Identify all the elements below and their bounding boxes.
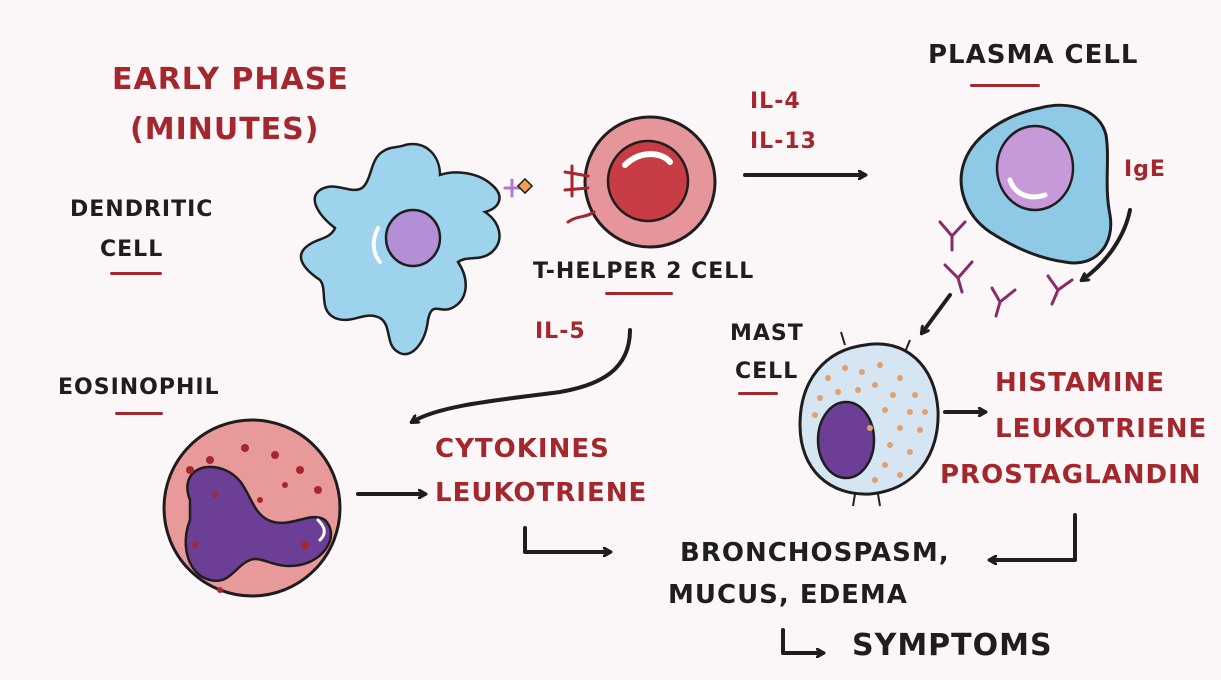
symptoms-label: Symptoms bbox=[852, 628, 1053, 663]
dendritic-cell-label-line2: Cell bbox=[100, 237, 164, 262]
plasma-cell-label: Plasma Cell bbox=[928, 40, 1139, 70]
plasma-cell bbox=[938, 103, 1113, 318]
il5-label: IL-5 bbox=[535, 319, 586, 344]
leukotriene-mast-label: Leukotriene bbox=[995, 414, 1208, 444]
arrow-il5-to-cytokines bbox=[412, 328, 632, 422]
arrows bbox=[356, 175, 1132, 653]
th2-underline bbox=[605, 292, 673, 295]
leukotriene-eos-label: Leukotriene bbox=[435, 478, 648, 508]
eosinophil-label: Eosinophil bbox=[58, 375, 220, 400]
mast-cell-label-line2: Cell bbox=[735, 359, 799, 384]
th2-cell-label: T-Helper 2 Cell bbox=[533, 259, 755, 284]
mucus-edema-label: Mucus, Edema bbox=[668, 580, 908, 610]
arrow-ige-to-plasma bbox=[1082, 208, 1132, 280]
cytokines-label: Cytokines bbox=[435, 434, 610, 464]
dendritic-cell-label-line1: Dendritic bbox=[70, 197, 214, 222]
arrow-to-symptoms bbox=[781, 628, 823, 653]
mast-underline bbox=[738, 392, 778, 395]
arrow-prostaglandin-to-bronchospasm bbox=[990, 513, 1077, 560]
dendritic-underline bbox=[110, 272, 162, 275]
plasma-underline bbox=[970, 84, 1040, 87]
bronchospasm-label: Bronchospasm, bbox=[680, 538, 950, 568]
title-line2: (Minutes) bbox=[130, 112, 320, 147]
arrow-cytokines-to-bronchospasm bbox=[523, 526, 610, 552]
il13-label: IL-13 bbox=[750, 129, 817, 154]
ige-label: IgE bbox=[1124, 157, 1166, 182]
th2-cell bbox=[563, 115, 717, 249]
histamine-label: Histamine bbox=[995, 368, 1166, 398]
prostaglandin-label: Prostaglandin bbox=[940, 460, 1202, 490]
il4-label: IL-4 bbox=[750, 89, 801, 114]
mast-cell bbox=[798, 331, 940, 507]
eosinophil-underline bbox=[115, 412, 163, 415]
arrow-plasma-to-mast bbox=[922, 293, 952, 333]
mast-cell-label-line1: Mast bbox=[730, 321, 804, 346]
dendritic-cell bbox=[299, 142, 534, 356]
title-line1: Early Phase bbox=[112, 62, 349, 97]
eosinophil bbox=[162, 418, 342, 598]
